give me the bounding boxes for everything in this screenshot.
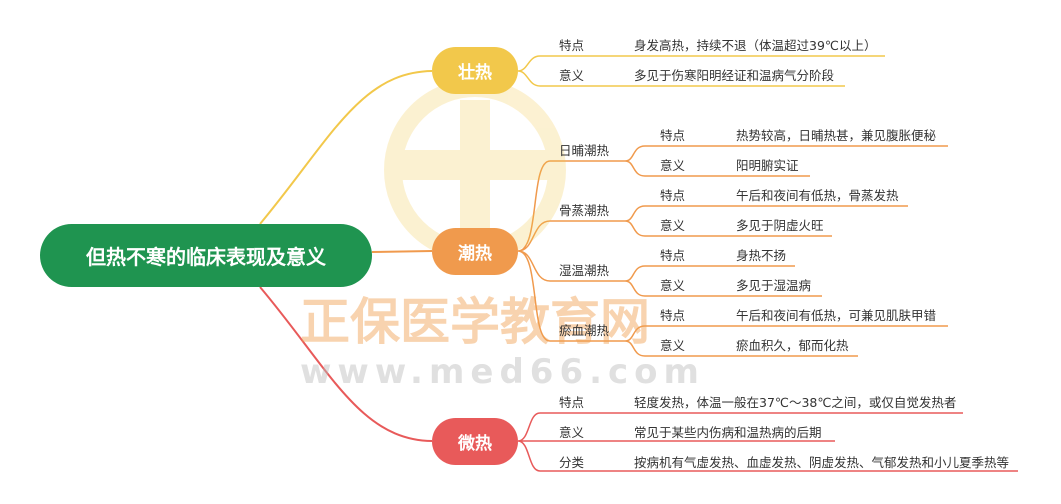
watermark-url: www.med66.com [300, 352, 705, 392]
branch-weire[interactable]: 微热 [432, 418, 518, 465]
row-key: 特点 [660, 188, 686, 203]
row-value: 按病机有气虚发热、血虚发热、阴虚发热、气郁发热和小儿夏季热等 [634, 455, 1010, 470]
sub-node[interactable]: 日晡潮热 [559, 143, 610, 158]
row-value: 多见于伤寒阳明经证和温病气分阶段 [634, 68, 835, 83]
branch-chaore[interactable]: 潮热 [432, 228, 518, 275]
row-key: 意义 [660, 218, 686, 233]
root-node[interactable]: 但热不寒的临床表现及意义 [40, 224, 372, 287]
row-key: 特点 [559, 395, 585, 410]
row-value: 轻度发热，体温一般在37℃～38℃之间，或仅自觉发热者 [634, 395, 957, 410]
row-value: 身热不扬 [736, 248, 787, 263]
row-key: 意义 [660, 158, 686, 173]
branch-zhuangre[interactable]: 壮热 [432, 47, 518, 94]
row-value: 瘀血积久，郁而化热 [736, 338, 849, 353]
row-value: 阳明腑实证 [736, 158, 799, 173]
row-key: 意义 [559, 68, 585, 83]
row-key: 意义 [660, 278, 686, 293]
watermark-brand: 正保医学教育网 [300, 293, 650, 351]
row-key: 特点 [559, 38, 585, 53]
row-key: 分类 [559, 455, 585, 470]
row-value: 多见于阴虚火旺 [736, 218, 824, 233]
row-value: 午后和夜间有低热，骨蒸发热 [736, 188, 899, 203]
row-value: 午后和夜间有低热，可兼见肌肤甲错 [736, 308, 937, 323]
row-key: 意义 [559, 425, 585, 440]
sub-node[interactable]: 瘀血潮热 [559, 323, 610, 338]
row-key: 特点 [660, 128, 686, 143]
row-key: 意义 [660, 338, 686, 353]
sub-node[interactable]: 骨蒸潮热 [559, 203, 610, 218]
row-key: 特点 [660, 308, 686, 323]
row-value: 身发高热，持续不退（体温超过39℃以上） [634, 38, 877, 53]
row-key: 特点 [660, 248, 686, 263]
row-value: 常见于某些内伤病和温热病的后期 [634, 425, 822, 440]
row-value: 热势较高，日晡热甚，兼见腹胀便秘 [736, 128, 937, 143]
row-value: 多见于湿温病 [736, 278, 812, 293]
sub-node[interactable]: 湿温潮热 [559, 263, 610, 278]
